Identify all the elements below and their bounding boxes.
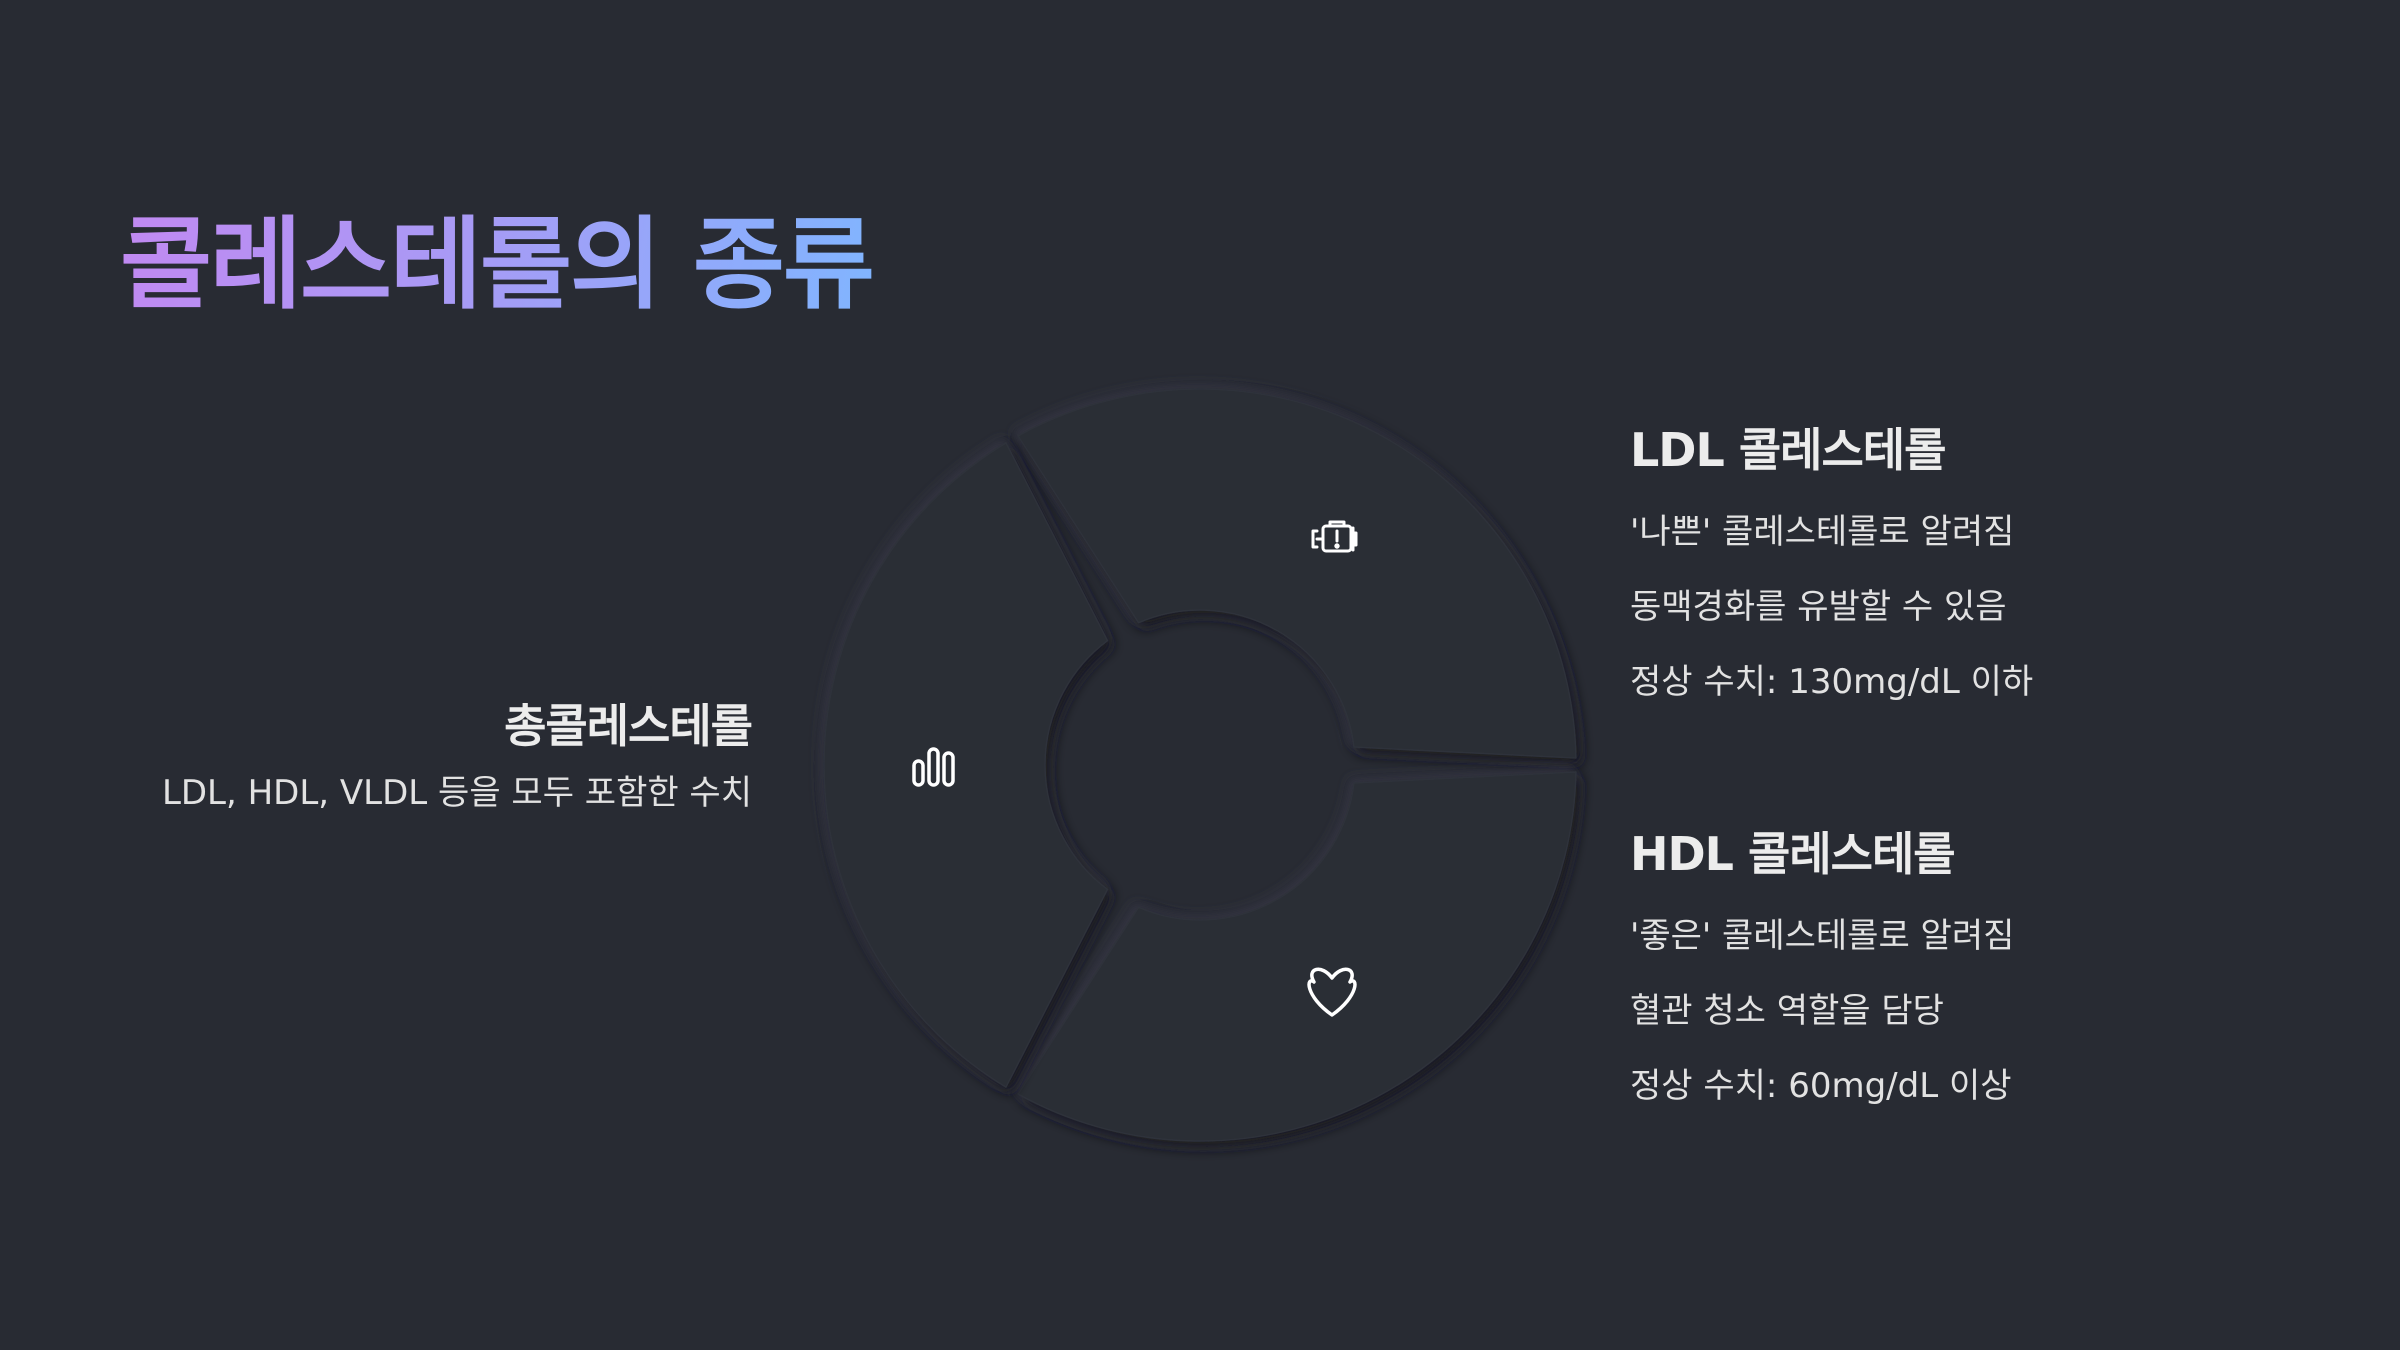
- bar-chart-icon: [912, 747, 955, 787]
- hdl-line-3: 정상 수치: 60mg/dL 이상: [1630, 1066, 2012, 1106]
- ldl-line-2: 동맥경화를 유발할 수 있음: [1630, 587, 2007, 627]
- hdl-heading: HDL 콜레스테롤: [1630, 827, 1956, 881]
- engine-warning-icon: [1311, 520, 1358, 553]
- ldl-segment: [1017, 388, 1577, 759]
- ldl-line-3: 정상 수치: 130mg/dL 이하: [1630, 662, 2034, 702]
- ldl-line-1: '나쁜' 콜레스테롤로 알려짐: [1630, 512, 2015, 552]
- total-cholesterol-block: 총콜레스테롤 LDL, HDL, VLDL 등을 모두 포함한 수치: [161, 696, 753, 816]
- total-cholesterol-segment: [823, 442, 1109, 1088]
- heart-icon: [1307, 967, 1357, 1017]
- total-cholesterol-description: LDL, HDL, VLDL 등을 모두 포함한 수치: [161, 773, 752, 813]
- total-cholesterol-heading: 총콜레스테롤: [504, 699, 753, 753]
- hdl-line-1: '좋은' 콜레스테롤로 알려짐: [1630, 916, 2015, 956]
- ldl-cholesterol-block: LDL 콜레스테롤 '나쁜' 콜레스테롤로 알려짐 동맥경화를 유발할 수 있음…: [1630, 420, 2033, 705]
- hdl-line-2: 혈관 청소 역할을 담당: [1630, 991, 1944, 1031]
- page-title: 콜레스테롤의 종류: [120, 200, 875, 330]
- ldl-heading: LDL 콜레스테롤: [1630, 423, 1946, 477]
- hdl-cholesterol-block: HDL 콜레스테롤 '좋은' 콜레스테롤로 알려짐 혈관 청소 역할을 담당 정…: [1630, 824, 2014, 1109]
- hdl-segment: [1017, 771, 1577, 1142]
